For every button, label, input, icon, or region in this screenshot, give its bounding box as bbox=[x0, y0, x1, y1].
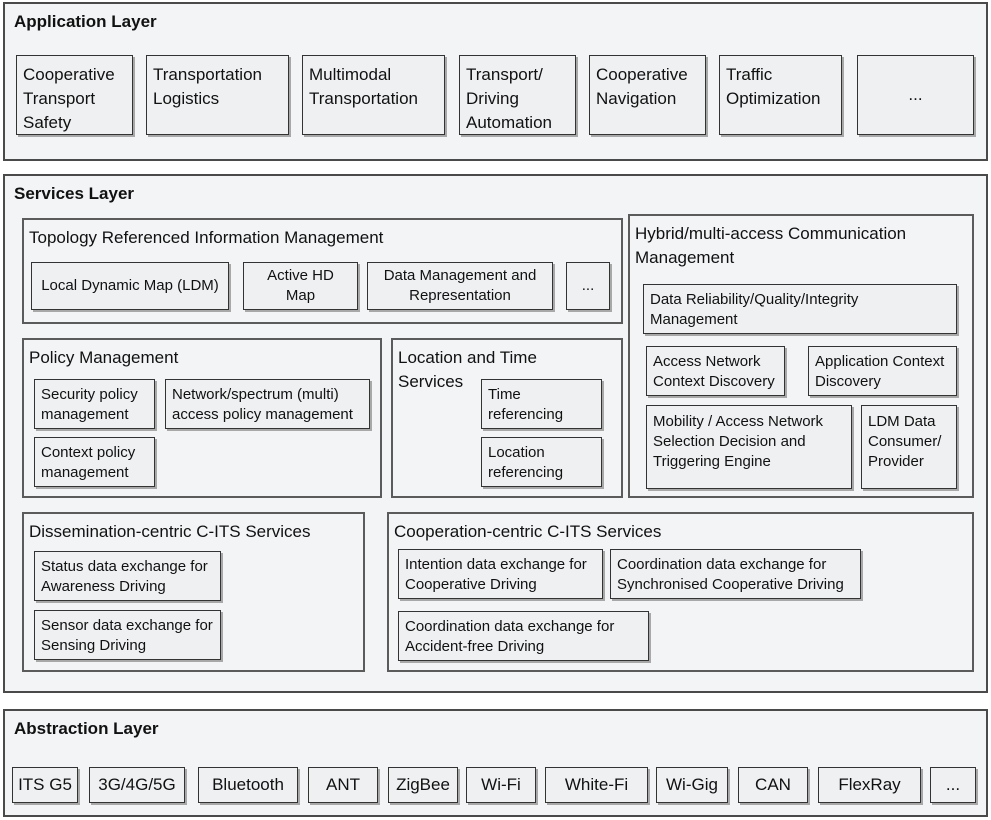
abs-wi-gig: Wi-Gig bbox=[656, 767, 728, 803]
services-layer: Services Layer Topology Referenced Infor… bbox=[3, 174, 988, 693]
app-traffic-optimization: Traffic Optimization bbox=[719, 55, 842, 135]
hybrid-data-reliability: Data Reliability/Quality/Integrity Manag… bbox=[643, 284, 957, 334]
abs-flexray: FlexRay bbox=[818, 767, 921, 803]
cooperation-group: Cooperation-centric C-ITS Services Inten… bbox=[387, 512, 974, 672]
application-layer: Application Layer Cooperative Transport … bbox=[3, 2, 988, 161]
location-referencing: Location referencing bbox=[481, 437, 602, 487]
cooperation-title: Cooperation-centric C-ITS Services bbox=[394, 522, 662, 541]
dissemination-status-exchange: Status data exchange for Awareness Drivi… bbox=[34, 551, 221, 601]
abs-ant: ANT bbox=[308, 767, 378, 803]
hybrid-group: Hybrid/multi-access Communication Manage… bbox=[628, 214, 974, 498]
dissemination-sensor-exchange: Sensor data exchange for Sensing Driving bbox=[34, 610, 221, 660]
app-transport-driving-automation: Transport/ Driving Automation bbox=[459, 55, 576, 135]
topology-active-hd-map: Active HD Map bbox=[243, 262, 358, 310]
topology-group: Topology Referenced Information Manageme… bbox=[22, 218, 623, 324]
hybrid-ldm-consumer-provider: LDM Data Consumer/ Provider bbox=[861, 405, 957, 489]
dissemination-group: Dissemination-centric C-ITS Services Sta… bbox=[22, 512, 365, 672]
application-layer-title: Application Layer bbox=[14, 12, 157, 31]
hybrid-application-context: Application Context Discovery bbox=[808, 346, 957, 396]
abs-3g-4g-5g: 3G/4G/5G bbox=[89, 767, 185, 803]
app-transportation-logistics: Transportation Logistics bbox=[146, 55, 289, 135]
topology-ldm: Local Dynamic Map (LDM) bbox=[31, 262, 229, 310]
app-cooperative-transport-safety: Cooperative Transport Safety bbox=[16, 55, 133, 135]
abs-can: CAN bbox=[738, 767, 808, 803]
cooperation-intention-exchange: Intention data exchange for Cooperative … bbox=[398, 549, 603, 599]
policy-security: Security policy management bbox=[34, 379, 155, 429]
abs-more: ... bbox=[930, 767, 976, 803]
abs-wi-fi: Wi-Fi bbox=[466, 767, 536, 803]
app-cooperative-navigation: Cooperative Navigation bbox=[589, 55, 706, 135]
hybrid-access-network-context: Access Network Context Discovery bbox=[646, 346, 785, 396]
services-layer-title: Services Layer bbox=[14, 184, 135, 203]
abstraction-layer-title: Abstraction Layer bbox=[14, 719, 159, 738]
policy-group: Policy Management Security policy manage… bbox=[22, 338, 382, 498]
policy-context: Context policy management bbox=[34, 437, 155, 487]
app-more: ... bbox=[857, 55, 974, 135]
hybrid-title: Hybrid/multi-access Communication Manage… bbox=[635, 224, 907, 267]
abs-zigbee: ZigBee bbox=[388, 767, 458, 803]
policy-title: Policy Management bbox=[29, 348, 179, 367]
topology-data-management: Data Management and Representation bbox=[367, 262, 553, 310]
cooperation-accident-free-exchange: Coordination data exchange for Accident-… bbox=[398, 611, 649, 661]
topology-more: ... bbox=[566, 262, 610, 310]
app-multimodal-transportation: Multimodal Transportation bbox=[302, 55, 445, 135]
abs-bluetooth: Bluetooth bbox=[198, 767, 298, 803]
dissemination-title: Dissemination-centric C-ITS Services bbox=[29, 522, 311, 541]
abstraction-layer: Abstraction Layer ITS G5 3G/4G/5G Blueto… bbox=[3, 709, 988, 817]
location-time-title: Location and Time Services bbox=[398, 348, 537, 391]
abs-white-fi: White-Fi bbox=[545, 767, 648, 803]
hybrid-mobility-engine: Mobility / Access Network Selection Deci… bbox=[646, 405, 852, 489]
abs-its-g5: ITS G5 bbox=[12, 767, 78, 803]
policy-network-spectrum: Network/spectrum (multi) access policy m… bbox=[165, 379, 370, 429]
time-referencing: Time referencing bbox=[481, 379, 602, 429]
topology-title: Topology Referenced Information Manageme… bbox=[29, 228, 384, 247]
location-time-group: Location and Time Services Time referenc… bbox=[391, 338, 623, 498]
cooperation-synchronised-exchange: Coordination data exchange for Synchroni… bbox=[610, 549, 861, 599]
